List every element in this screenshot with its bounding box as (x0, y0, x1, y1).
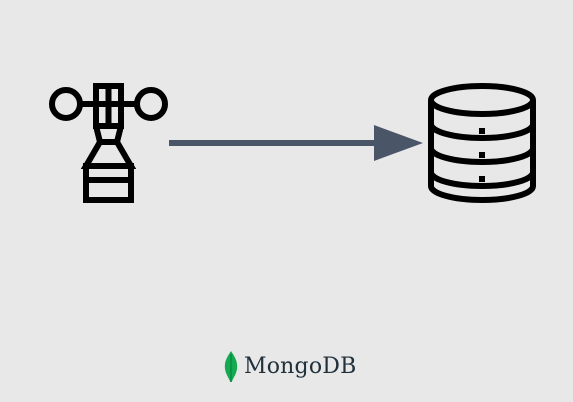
anemometer-icon (49, 83, 168, 203)
mongodb-leaf-icon (224, 351, 238, 382)
database-icon (428, 83, 536, 203)
flow-arrow (169, 125, 423, 161)
mongodb-logo: MongoDB (224, 350, 356, 384)
mongodb-wordmark: MongoDB (244, 354, 357, 379)
